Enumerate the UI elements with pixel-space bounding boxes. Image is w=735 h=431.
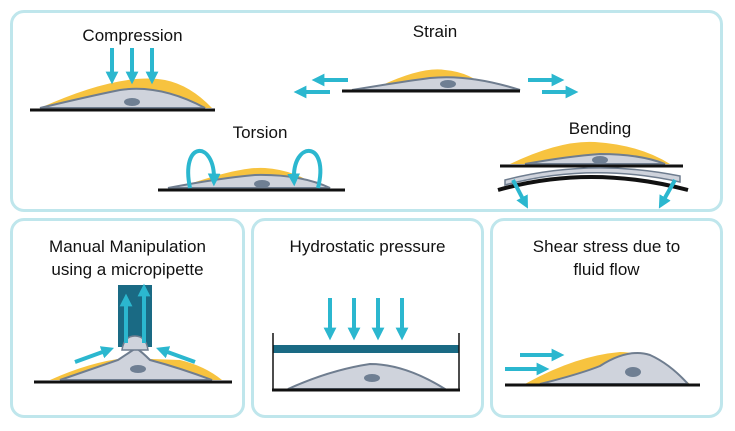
manual-nucleus <box>130 365 146 373</box>
torsion-arrow-left <box>186 149 221 189</box>
manual-figure <box>34 283 232 384</box>
torsion-label: Torsion <box>232 123 288 142</box>
hydrostatic-title: Hydrostatic pressure <box>255 235 480 258</box>
torsion-arrow-right <box>287 149 323 189</box>
manual-title-line1: Manual Manipulation <box>49 237 206 256</box>
bending-curved-substrate <box>497 175 689 192</box>
compression-figure <box>30 48 215 112</box>
hydrostatic-pressure-panel <box>251 218 484 418</box>
bending-curved-cell <box>504 167 681 186</box>
shear-nucleus <box>625 367 641 377</box>
bending-label: Bending <box>568 119 632 138</box>
shear-cell <box>539 352 691 385</box>
torsion-nucleus <box>254 180 270 188</box>
shear-figure <box>505 348 700 387</box>
strain-label: Strain <box>412 22 458 41</box>
manual-title: Manual Manipulation using a micropipette <box>14 235 241 281</box>
hydro-pressure-plate <box>273 345 459 353</box>
torsion-cell <box>167 173 331 189</box>
manual-arrow-left <box>74 346 115 364</box>
hydro-nucleus <box>364 374 380 382</box>
hydrostatic-figure <box>272 298 460 392</box>
hydrostatic-title-line1: Hydrostatic pressure <box>289 237 446 256</box>
shear-title-line2: fluid flow <box>573 260 640 279</box>
compression-cell <box>39 87 206 109</box>
strain-cell <box>351 76 521 91</box>
bending-figure <box>497 141 689 209</box>
compression-nucleus <box>124 98 140 106</box>
shear-title-line1: Shear stress due to <box>532 237 681 256</box>
bending-arrow-right <box>658 179 677 209</box>
manual-arrow-right <box>155 346 196 364</box>
strain-figure <box>293 69 579 99</box>
bending-nucleus <box>592 156 608 164</box>
torsion-figure <box>158 149 345 192</box>
bending-arrow-left <box>511 179 528 209</box>
compression-label: Compression <box>82 26 183 45</box>
strain-nucleus <box>440 80 456 88</box>
manual-title-line2: using a micropipette <box>51 260 204 279</box>
shear-title: Shear stress due to fluid flow <box>494 235 719 281</box>
